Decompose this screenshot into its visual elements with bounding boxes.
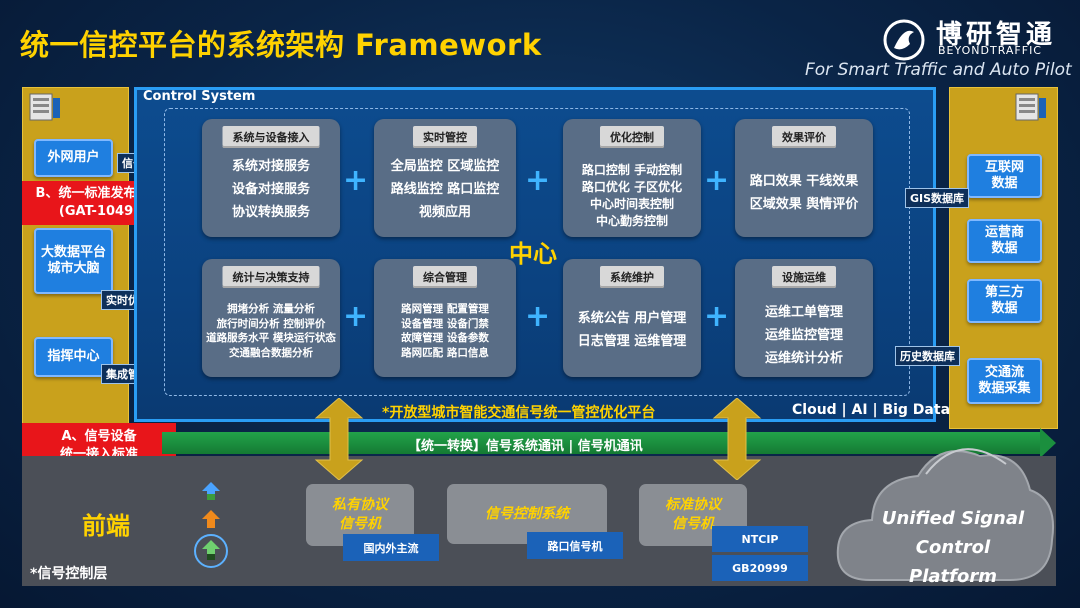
module-header: 综合管理 — [413, 266, 477, 288]
module-header: 效果评价 — [772, 126, 836, 148]
plus-icon: + — [704, 299, 730, 334]
unified-platform-label: Unified Signal Control Platform — [881, 508, 1025, 587]
bus-arrow-icon — [1040, 428, 1056, 458]
center-label: 中心 — [509, 240, 557, 268]
module-integrated-management[interactable]: 综合管理 路网管理 配置管理 设备管理 设备门禁 故障管理 设备参数 路网匹配 … — [374, 259, 516, 377]
module-line: 路线监控 路口监控 — [390, 182, 500, 197]
double-arrow-icon — [712, 398, 762, 480]
tag-ntcip: NTCIP — [712, 526, 808, 552]
tag-gis-database: GIS数据库 — [905, 188, 970, 208]
module-line: 协议转换服务 — [231, 205, 310, 220]
module-line: 系统公告 用户管理 — [577, 311, 687, 326]
cloud-icon — [836, 448, 1054, 581]
module-header: 系统维护 — [600, 266, 664, 288]
plus-icon: + — [343, 299, 369, 334]
control-system-title: Control System — [143, 89, 256, 104]
module-line: 拥堵分析 流量分析 — [227, 303, 315, 315]
module-system-access[interactable]: 系统与设备接入 系统对接服务 设备对接服务 协议转换服务 — [202, 119, 340, 237]
module-line: 路口效果 干线效果 — [749, 174, 859, 189]
module-line: 交通融合数据分析 — [229, 346, 313, 359]
cloud-ai-bigdata-label: Cloud | AI | Big Data — [792, 402, 951, 418]
module-line: 运维监控管理 — [764, 328, 843, 343]
module-line: 中心时间表控制 — [589, 197, 674, 211]
module-line: 路网管理 配置管理 — [401, 303, 489, 315]
module-line: 设备对接服务 — [231, 182, 310, 197]
module-line: 路口控制 手动控制 — [581, 163, 683, 177]
module-header: 系统与设备接入 — [222, 126, 320, 148]
module-line: 日志管理 运维管理 — [577, 334, 687, 349]
module-facility-operations[interactable]: 设施运维 运维工单管理 运维监控管理 运维统计分析 — [735, 259, 873, 377]
plus-icon: + — [525, 299, 551, 334]
plus-icon: + — [343, 163, 369, 198]
module-line: 系统对接服务 — [231, 159, 310, 174]
module-line: 运维工单管理 — [764, 305, 843, 320]
plus-icon: + — [525, 163, 551, 198]
module-line: 区域效果 舆情评价 — [749, 197, 859, 212]
brand-name-cn: 博研智通 — [936, 20, 1057, 50]
module-header: 实时管控 — [413, 126, 477, 148]
module-line: 中心勤务控制 — [595, 214, 668, 228]
third-party-data-button[interactable]: 第三方 数据 — [967, 279, 1042, 323]
module-line: 路网匹配 路口信息 — [401, 346, 489, 359]
signal-control-layer-label: *信号控制层 — [30, 566, 108, 582]
module-line: 全局监控 区域监控 — [390, 159, 500, 174]
module-line: 设备管理 设备门禁 — [401, 317, 489, 330]
server-icon — [29, 93, 60, 121]
module-line: 旅行时间分析 控制评价 — [216, 317, 326, 330]
tag-intersection-controller: 路口信号机 — [527, 532, 623, 559]
selected-signal-icon[interactable] — [193, 533, 229, 569]
brand-slogan: For Smart Traffic and Auto Pilot — [805, 60, 1072, 80]
module-header: 设施运维 — [772, 266, 836, 288]
module-realtime-control[interactable]: 实时管控 全局监控 区域监控 路线监控 路口监控 视频应用 — [374, 119, 516, 237]
command-center-button[interactable]: 指挥中心 — [34, 337, 113, 377]
plus-icon: + — [704, 163, 730, 198]
server-icon — [1015, 93, 1046, 121]
module-system-maintenance[interactable]: 系统维护 系统公告 用户管理 日志管理 运维管理 — [563, 259, 701, 377]
module-line: 路口优化 子区优化 — [581, 180, 683, 194]
unified-conversion-label: 【统一转换】信号系统通讯 | 信号机通讯 — [408, 439, 643, 454]
unified-conversion-bus — [162, 432, 1042, 454]
traffic-flow-data-button[interactable]: 交通流 数据采集 — [967, 358, 1042, 404]
carrier-data-button[interactable]: 运营商 数据 — [967, 219, 1042, 263]
beyondtraffic-logo-icon — [883, 19, 925, 61]
brand-name-en: BEYONDTRAFFIC — [938, 44, 1042, 57]
module-header: 统计与决策支持 — [222, 266, 320, 288]
big-data-platform-button[interactable]: 大数据平台 城市大脑 — [34, 228, 113, 294]
front-end-label: 前端 — [82, 512, 130, 540]
module-effect-evaluation[interactable]: 效果评价 路口效果 干线效果 区域效果 舆情评价 — [735, 119, 873, 237]
double-arrow-icon — [314, 398, 364, 480]
module-line: 运维统计分析 — [764, 351, 843, 366]
page-title: 统一信控平台的系统架构 Framework — [20, 28, 542, 62]
module-optimization-control[interactable]: 优化控制 路口控制 手动控制 路口优化 子区优化 中心时间表控制 中心勤务控制 — [563, 119, 701, 237]
internet-data-button[interactable]: 互联网 数据 — [967, 154, 1042, 198]
tag-gb20999: GB20999 — [712, 555, 808, 581]
module-statistics-decision[interactable]: 统计与决策支持 拥堵分析 流量分析 旅行时间分析 控制评价 道路服务水平 模块运… — [202, 259, 340, 377]
upload-arrow-orange-icon — [202, 510, 220, 528]
external-users-button[interactable]: 外网用户 — [34, 139, 113, 177]
module-line: 故障管理 设备参数 — [401, 332, 489, 344]
module-line: 道路服务水平 模块运行状态 — [206, 332, 336, 344]
module-header: 优化控制 — [600, 126, 664, 148]
tag-history-database: 历史数据库 — [895, 346, 960, 366]
module-line: 视频应用 — [418, 205, 471, 220]
upload-arrow-icon — [202, 482, 220, 500]
tag-domestic-foreign: 国内外主流 — [343, 534, 439, 561]
control-system-dashed-area — [164, 108, 910, 396]
platform-slogan: *开放型城市智能交通信号统一管控优化平台 — [382, 405, 656, 421]
